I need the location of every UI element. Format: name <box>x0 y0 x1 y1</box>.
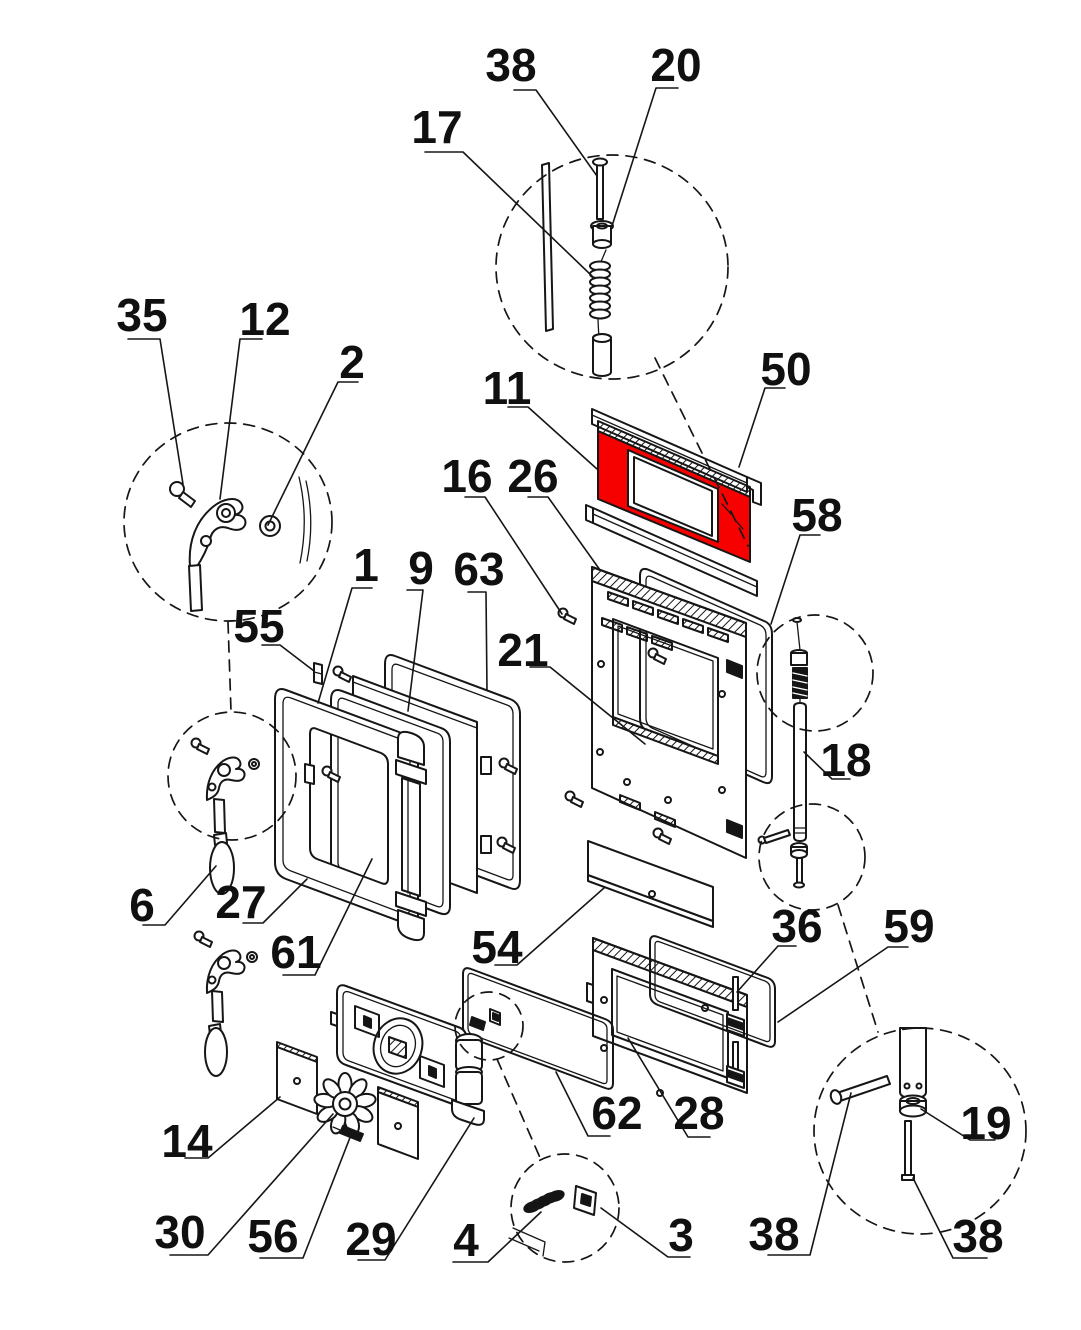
hinge-pin-36 <box>732 976 739 1011</box>
part-label-38-right: 38 <box>952 1210 1003 1262</box>
top-panel-11 <box>597 420 751 563</box>
gasket-clip <box>480 835 492 854</box>
part-label-36: 36 <box>771 900 822 952</box>
part-label-2: 2 <box>339 336 365 388</box>
door-frame-27 <box>274 688 419 926</box>
heat-shield-54 <box>587 840 714 928</box>
washer-2 <box>259 515 281 537</box>
latch-assembly-lower <box>193 930 258 1077</box>
part-label-29: 29 <box>345 1213 396 1265</box>
detail-circle-spring-clip <box>510 1153 620 1263</box>
lower-door-frame-28 <box>586 937 748 1097</box>
door-clip <box>304 763 315 785</box>
part-label-59: 59 <box>883 900 934 952</box>
leader-lines <box>127 87 996 1263</box>
part-label-3: 3 <box>668 1209 694 1261</box>
part-label-50: 50 <box>760 343 811 395</box>
pin-38 <box>596 163 604 220</box>
retainer-clip-55 <box>313 662 352 685</box>
part-label-1: 1 <box>353 539 379 591</box>
part-label-12: 12 <box>239 293 290 345</box>
part-label-54: 54 <box>471 921 523 973</box>
panel-window <box>627 449 719 543</box>
part-label-9: 9 <box>408 542 434 594</box>
part-label-63: 63 <box>453 543 504 595</box>
part-label-30: 30 <box>154 1206 205 1258</box>
air-regulator-opening <box>372 1017 424 1075</box>
part-labels: 38 20 17 35 12 2 50 11 16 26 58 1 9 63 2… <box>116 39 1011 1266</box>
part-label-56: 56 <box>247 1210 298 1262</box>
latch-keeper <box>469 1016 486 1031</box>
vent-panel-29 <box>330 984 501 1126</box>
detail-circle-rod-top <box>756 614 874 732</box>
bolt-38 <box>836 1075 891 1102</box>
part-label-28: 28 <box>673 1087 724 1139</box>
spring-clip-detail <box>508 1185 597 1257</box>
part-label-35: 35 <box>116 289 167 341</box>
part-label-62: 62 <box>591 1087 642 1139</box>
part-label-4: 4 <box>453 1214 479 1266</box>
knob <box>204 1027 228 1077</box>
part-label-19: 19 <box>960 1097 1011 1149</box>
lower-rail <box>585 504 758 597</box>
part-label-27: 27 <box>215 876 266 928</box>
pin-38 <box>904 1120 912 1176</box>
part-label-18: 18 <box>820 734 871 786</box>
detail-circle-latch <box>123 422 333 622</box>
detail-circle-top <box>495 154 729 380</box>
hinge-bottom-detail <box>829 1027 927 1181</box>
latch-detail-small <box>190 737 260 895</box>
part-label-21: 21 <box>497 624 548 676</box>
part-label-26: 26 <box>507 450 558 502</box>
lower-frame-gasket-59 <box>649 935 776 1048</box>
screw-35 <box>169 481 185 497</box>
hinge-pillar <box>395 730 427 942</box>
detail-circle-rod-bottom <box>758 803 866 911</box>
spring-pin-detail <box>541 157 614 377</box>
part-label-6: 6 <box>129 879 155 931</box>
part-label-55: 55 <box>233 600 284 652</box>
screw-16 <box>564 790 584 808</box>
latch-detail-large <box>169 476 312 612</box>
detail-circle-latch-small <box>167 711 297 841</box>
air-spinner-30 <box>313 1072 377 1135</box>
screw-16 <box>557 607 577 625</box>
part-label-61: 61 <box>270 926 321 978</box>
detail-circle-keeper <box>454 991 524 1061</box>
gasket-clip <box>480 756 492 775</box>
detail-circle-hinge-bottom <box>813 1027 1027 1235</box>
screw-56 <box>332 1125 364 1142</box>
main-door-frame-26 <box>557 566 747 859</box>
part-label-58: 58 <box>791 489 842 541</box>
part-label-38-top: 38 <box>485 39 536 91</box>
cover-plates-14 <box>276 1041 419 1160</box>
part-label-11: 11 <box>483 362 532 414</box>
part-label-20: 20 <box>650 39 701 91</box>
part-label-14: 14 <box>161 1115 213 1167</box>
part-label-16: 16 <box>441 450 492 502</box>
part-label-17: 17 <box>411 101 462 153</box>
part-label-38-left: 38 <box>748 1208 799 1260</box>
knob-6 <box>209 841 235 895</box>
detail-circles <box>123 154 1027 1263</box>
